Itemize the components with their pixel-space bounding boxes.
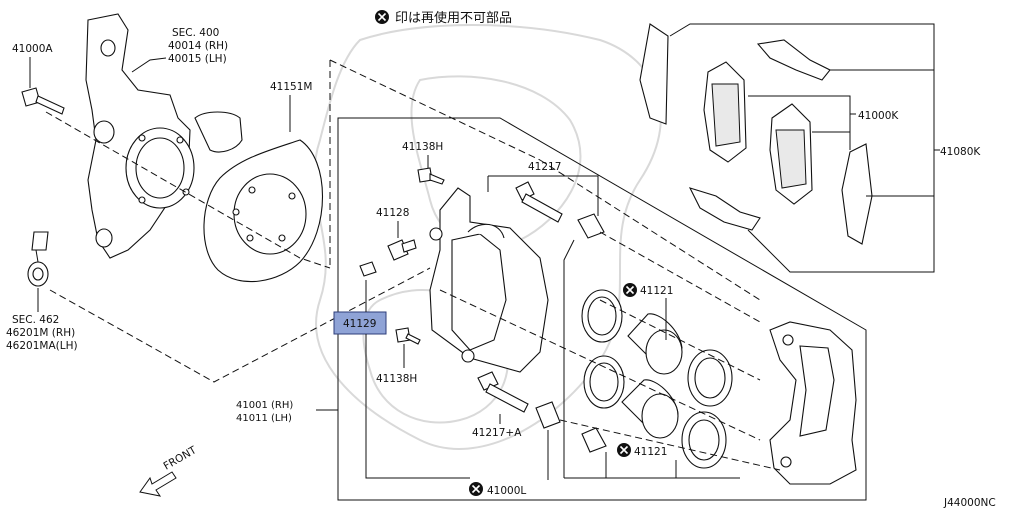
piston-seal-top[interactable] bbox=[581, 289, 623, 343]
shim-outer-left[interactable] bbox=[639, 23, 669, 125]
pad-clip-bottom[interactable] bbox=[688, 187, 761, 231]
pad-clip-top[interactable] bbox=[756, 39, 831, 81]
highlight-box[interactable] bbox=[333, 311, 387, 335]
bleeder-bolt-top[interactable] bbox=[417, 167, 445, 185]
diagram-code: J44000NC bbox=[943, 497, 996, 509]
brake-pad-inner[interactable] bbox=[769, 103, 813, 205]
label-pin-top[interactable]: 41217 bbox=[528, 161, 561, 173]
label-cap-selected[interactable]: 41129 bbox=[343, 318, 376, 330]
bleeder-bolt-bottom[interactable] bbox=[395, 327, 421, 345]
label-seal-kit-top[interactable]: 41121 bbox=[640, 285, 673, 297]
label-caliper-lh[interactable]: 41011 (LH) bbox=[236, 413, 292, 424]
label-knuckle-lh[interactable]: 40015 (LH) bbox=[168, 53, 227, 65]
label-bleeder-bottom[interactable]: 41138H bbox=[376, 373, 417, 385]
label-caliper-rh[interactable]: 41001 (RH) bbox=[236, 400, 293, 411]
notice-text: 印は再使用不可部品 bbox=[395, 10, 512, 26]
piston-top[interactable] bbox=[627, 313, 683, 375]
piston-bottom[interactable] bbox=[621, 379, 679, 439]
caliper-assembly-frame bbox=[337, 117, 867, 501]
label-pad-set[interactable]: 41080K bbox=[940, 146, 981, 158]
guide-line-bolt bbox=[45, 111, 331, 269]
label-knuckle-rh[interactable]: 40014 (RH) bbox=[168, 40, 228, 52]
label-knuckle-sec[interactable]: SEC. 400 bbox=[172, 27, 219, 39]
piston-seal-bottom-left[interactable] bbox=[583, 355, 625, 409]
bleeder-cap[interactable] bbox=[359, 261, 377, 277]
brake-hose[interactable] bbox=[27, 184, 63, 287]
caliper-body[interactable] bbox=[429, 187, 549, 373]
label-hose-rh[interactable]: 46201M (RH) bbox=[6, 327, 75, 339]
label-repair-kit[interactable]: 41000L bbox=[487, 485, 526, 497]
piston-seal-right-top[interactable] bbox=[687, 349, 733, 407]
guide-line-hose bbox=[49, 267, 431, 383]
front-direction-arrow bbox=[139, 471, 177, 497]
label-bolt[interactable]: 41000A bbox=[12, 43, 53, 55]
dust-shield[interactable] bbox=[203, 139, 323, 283]
piston-seal-right-bottom[interactable] bbox=[681, 411, 727, 469]
piston-boot-small[interactable] bbox=[581, 427, 607, 453]
label-dust-shield[interactable]: 41151M bbox=[270, 81, 312, 93]
pad-kit-frame bbox=[669, 23, 935, 273]
label-hose-sec[interactable]: SEC. 462 bbox=[12, 314, 59, 326]
label-pin-bottom[interactable]: 41217+A bbox=[472, 427, 522, 439]
brake-pad-outer[interactable] bbox=[703, 61, 747, 163]
pin-boot-bottom[interactable] bbox=[535, 401, 561, 429]
steering-knuckle[interactable] bbox=[85, 13, 243, 259]
slide-pin-bottom[interactable] bbox=[477, 371, 529, 413]
label-hose-lh[interactable]: 46201MA(LH) bbox=[6, 340, 78, 352]
slide-pin-top[interactable] bbox=[515, 181, 563, 223]
guide-line-top bbox=[329, 59, 541, 161]
caliper-bracket[interactable] bbox=[769, 321, 857, 485]
front-label: FRONT bbox=[162, 444, 200, 473]
notice-header: 印は再使用不可部品 bbox=[375, 10, 512, 26]
shim-inner-right[interactable] bbox=[841, 143, 873, 245]
label-bleeder-screw[interactable]: 41128 bbox=[376, 207, 409, 219]
label-seal-kit-bottom[interactable]: 41121 bbox=[634, 446, 667, 458]
pin-boot-top[interactable] bbox=[577, 213, 605, 239]
bleeder-screw[interactable] bbox=[387, 239, 417, 261]
caliper-bolt[interactable] bbox=[21, 87, 65, 115]
label-pad-kit[interactable]: 41000K bbox=[858, 110, 899, 122]
label-bleeder-top[interactable]: 41138H bbox=[402, 141, 443, 153]
